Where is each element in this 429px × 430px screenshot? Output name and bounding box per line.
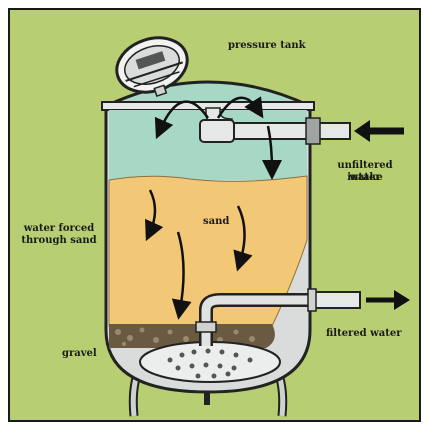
intake-flange [306, 118, 320, 144]
filtered-outlet-flange [308, 289, 316, 311]
label-water-forced-line2: through sand [16, 235, 102, 247]
label-sand: sand [203, 216, 229, 228]
label-water-forced-line1: water forced [16, 223, 102, 235]
label-filtered-water: filtered water [326, 328, 402, 340]
filtered-outlet-pipe [310, 292, 360, 308]
intake-nozzle [200, 120, 234, 142]
diagram-frame: pressure tank unfiltered water intake wa… [8, 8, 421, 422]
label-unfiltered-line2: intake [320, 172, 410, 184]
riser-coupling [196, 322, 216, 332]
label-gravel: gravel [62, 348, 97, 360]
collector-plate [140, 342, 280, 382]
label-pressure-tank: pressure tank [228, 40, 306, 52]
intake-pipe [232, 123, 350, 139]
